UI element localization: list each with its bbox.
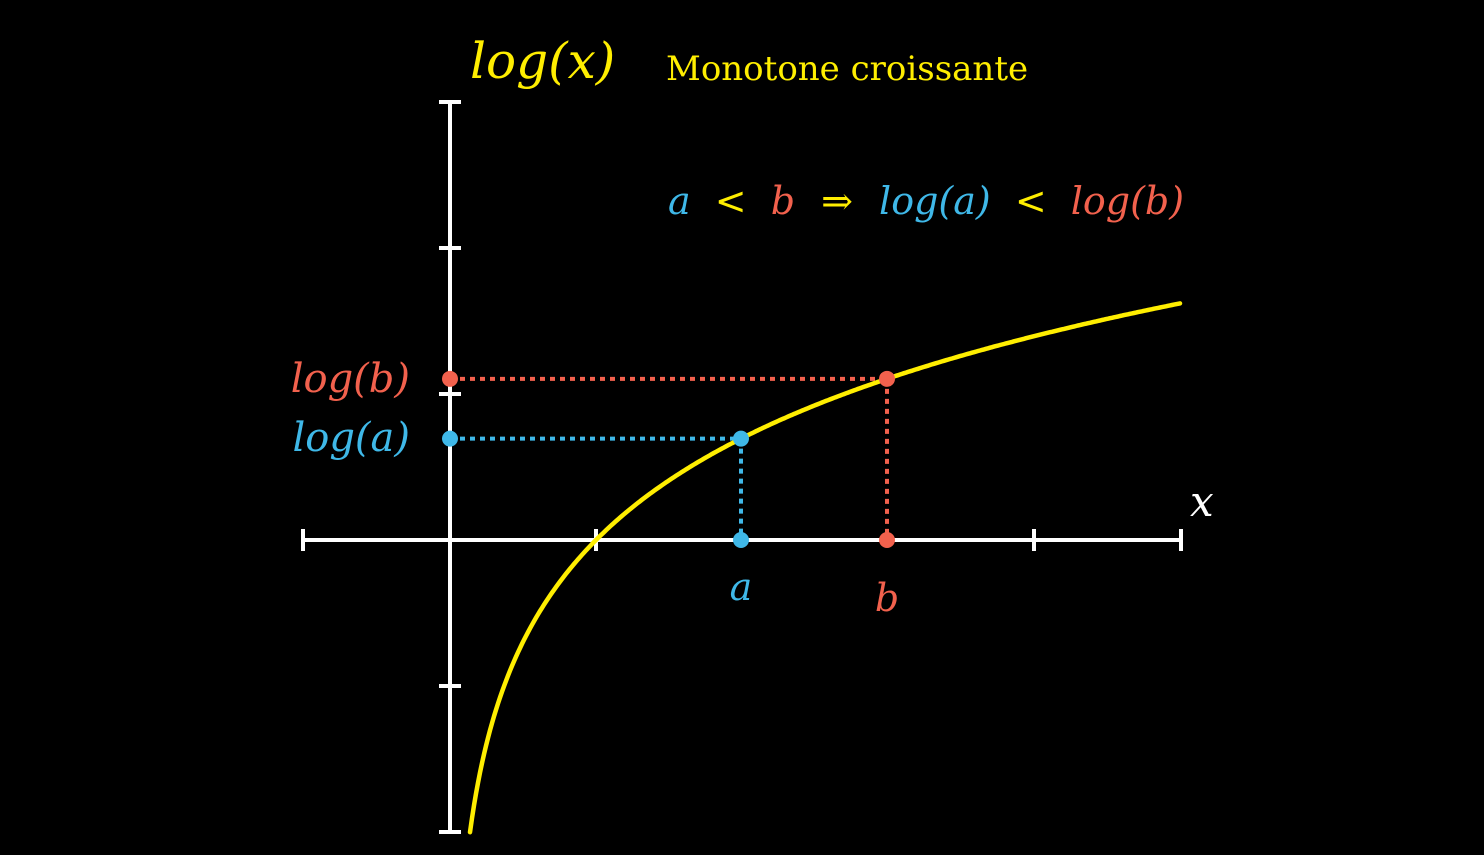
point-b-on-x-axis bbox=[879, 532, 895, 548]
impl-implies: ⇒ bbox=[821, 179, 853, 223]
impl-lt-1: < bbox=[715, 179, 747, 223]
x-axis-ticks bbox=[301, 529, 1183, 551]
point-a-on-curve bbox=[733, 430, 749, 447]
impl-log-a: log(a) bbox=[879, 179, 991, 223]
impl-log-b: log(b) bbox=[1071, 179, 1184, 223]
y-axis-ticks bbox=[439, 100, 461, 834]
implication-statement: a < b ⇒ log(a) < log(b) bbox=[668, 179, 1184, 223]
log-a-label: log(a) bbox=[292, 415, 410, 461]
x-axis-label: x bbox=[1190, 477, 1214, 526]
impl-lt-2: < bbox=[1015, 179, 1047, 223]
point-b-on-curve bbox=[879, 370, 895, 387]
impl-a: a bbox=[668, 179, 691, 223]
b-label: b bbox=[875, 576, 899, 620]
log-curve bbox=[467, 301, 1183, 835]
log-b-label: log(b) bbox=[291, 356, 410, 402]
point-a-on-x-axis bbox=[733, 532, 749, 548]
point-log-b-on-y-axis bbox=[442, 370, 458, 387]
function-title: log(x) bbox=[470, 32, 615, 90]
points bbox=[442, 370, 895, 548]
guide-lines bbox=[450, 376, 889, 540]
a-label: a bbox=[730, 565, 753, 609]
subtitle: Monotone croissante bbox=[666, 49, 1028, 89]
impl-b: b bbox=[771, 179, 795, 223]
point-log-a-on-y-axis bbox=[442, 430, 458, 447]
